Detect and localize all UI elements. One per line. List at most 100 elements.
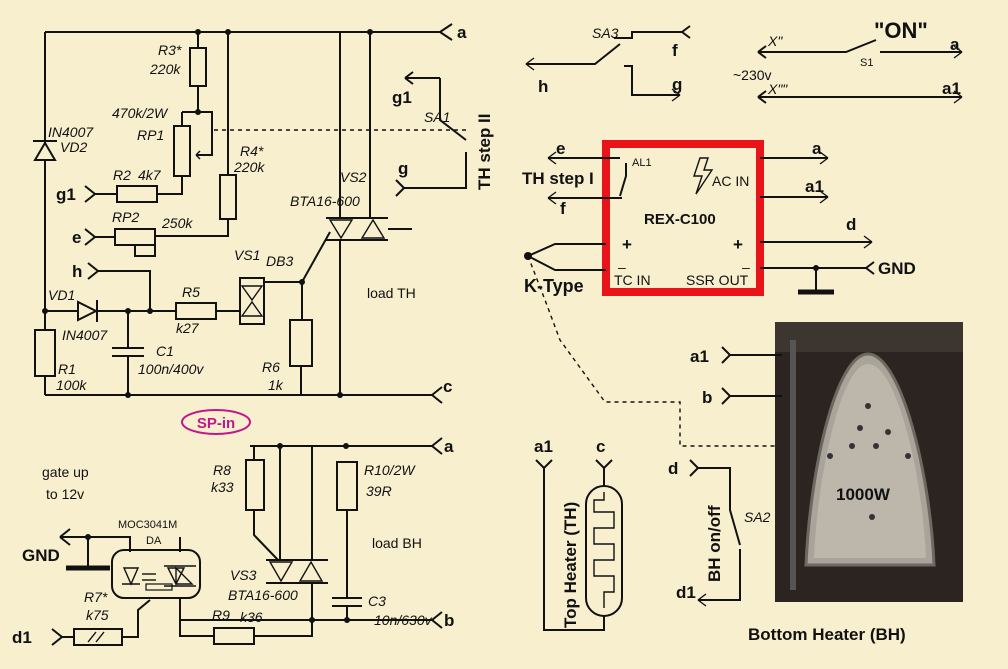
bottom-heater-label: Bottom Heater (BH) <box>748 625 906 644</box>
tc-minus-label: – <box>618 259 626 275</box>
load-bh-label: load BH <box>372 535 422 551</box>
terminal-h-left: h <box>72 262 82 281</box>
c1-value: 100n/400v <box>138 361 204 377</box>
terminal-b: b <box>444 611 454 630</box>
r3-label: R3* <box>158 42 182 58</box>
r2-label: R2 <box>113 167 131 183</box>
r3-resistor <box>189 47 207 87</box>
r7-resistor <box>73 628 123 646</box>
terminal-d-controller: d <box>846 215 856 234</box>
terminal-h-right: h <box>538 77 548 96</box>
da-label: DA <box>146 535 162 547</box>
r6-label: R6 <box>262 359 280 375</box>
sa3-switch: SA3 h f g <box>525 25 691 102</box>
bh-onoff-label: BH on/off <box>705 505 724 582</box>
terminal-a1-heater: a1 <box>534 437 553 456</box>
vd1-value: IN4007 <box>62 327 108 343</box>
rp1-value: 470k/2W <box>112 105 169 121</box>
gnd-label-right: GND <box>878 259 916 278</box>
terminal-a: a <box>457 23 467 42</box>
k-type-label: K-Type <box>524 276 584 296</box>
terminal-b-iron: b <box>702 388 712 407</box>
power-rating-label: 1000W <box>836 485 891 504</box>
terminal-a-controller: a <box>812 139 822 158</box>
gnd-label-left: GND <box>22 546 60 565</box>
terminal-g1-left: g1 <box>56 185 76 204</box>
top-heater-circuit: a c IN4007 VD2 R3* 220k 470k/2W RP1 <box>33 23 494 404</box>
terminal-a-mains: a <box>950 35 960 54</box>
r9-label: R9 <box>212 607 230 623</box>
vd1-label: VD1 <box>48 287 75 303</box>
terminal-e-right: e <box>556 139 565 158</box>
r10-label: R10/2W <box>364 462 416 478</box>
vd2-label: VD2 <box>60 139 87 155</box>
terminal-a-bottom: a <box>444 437 454 456</box>
on-label: "ON" <box>874 18 928 43</box>
r1-label: R1 <box>58 361 76 377</box>
r7-value: k75 <box>86 607 109 623</box>
r7-label: R7* <box>84 589 108 605</box>
top-heater-label: Top Heater (TH) <box>561 502 580 628</box>
terminal-c-heater: c <box>596 437 605 456</box>
sa3-label: SA3 <box>592 25 619 41</box>
rp2-label: RP2 <box>112 209 139 225</box>
vs2-label: VS2 <box>340 169 367 185</box>
rp1-label: RP1 <box>137 127 164 143</box>
terminal-f-top: f <box>672 41 678 60</box>
r1-value: 100k <box>56 377 87 393</box>
terminal-g-top: g <box>672 75 682 94</box>
rp1-potentiometer <box>173 125 191 177</box>
top-heater: a1 c Top Heater (TH) <box>534 437 623 631</box>
r6-resistor <box>289 319 313 367</box>
vs2-value: BTA16-600 <box>290 193 360 209</box>
r5-value: k27 <box>176 320 200 336</box>
ssr-plus-label: + <box>733 235 743 254</box>
rp2-potentiometer <box>114 228 156 246</box>
r5-resistor <box>175 302 217 320</box>
lightning-icon <box>693 157 714 195</box>
r8-value: k33 <box>211 479 234 495</box>
r8-label: R8 <box>213 462 231 478</box>
al1-label: AL1 <box>632 157 652 169</box>
r4-label: R4* <box>240 143 264 159</box>
rp2-value: 250k <box>161 215 193 231</box>
r6-value: 1k <box>268 377 284 393</box>
mains-switch: X" ~230v X"" "ON" S1 a a1 <box>733 18 963 104</box>
r9-value: k36 <box>240 609 263 625</box>
controller-box <box>602 140 764 296</box>
vs3-value: BTA16-600 <box>228 587 298 603</box>
vs3-label: VS3 <box>230 567 257 583</box>
rex-c100-label: REX-C100 <box>644 211 716 228</box>
s1-label: S1 <box>860 57 873 69</box>
terminal-a1-iron: a1 <box>690 347 709 366</box>
x-quote-label: X" <box>767 33 783 49</box>
r1-resistor <box>34 329 56 377</box>
v230-label: ~230v <box>733 67 772 83</box>
r2-value: 4k7 <box>138 167 162 183</box>
r4-value: 220k <box>233 159 265 175</box>
ac-in-label: AC IN <box>712 173 749 189</box>
r3-value: 220k <box>149 61 181 77</box>
vd1-diode <box>77 300 99 322</box>
load-th-label: load TH <box>367 285 416 301</box>
c3-label: C3 <box>368 593 386 609</box>
vd2-diode <box>33 141 57 161</box>
th-step2-label: TH step II <box>475 113 494 190</box>
vd2-part-label: IN4007 <box>48 124 94 140</box>
tc-in-label: TC IN <box>614 272 651 288</box>
rex-c100-controller: AL1 e TH step I f AC IN REX-C100 a a1 + … <box>522 139 916 447</box>
terminal-c: c <box>443 377 452 396</box>
bottom-heater: 1000W a1 b d SA2 BH on/off d1 Bottom Hea… <box>668 322 963 644</box>
terminal-e-left: e <box>72 228 81 247</box>
r10-value: 39R <box>366 483 392 499</box>
r4-resistor <box>219 174 237 220</box>
sp-in-badge <box>181 409 251 435</box>
terminal-d-iron: d <box>668 459 678 478</box>
gate-up-line2: to 12v <box>46 486 84 502</box>
terminal-a1-controller: a1 <box>805 177 824 196</box>
r2-resistor <box>116 185 158 203</box>
th-step1-label: TH step I <box>522 169 594 188</box>
r9-resistor <box>213 627 255 645</box>
r10-resistor <box>336 461 358 511</box>
